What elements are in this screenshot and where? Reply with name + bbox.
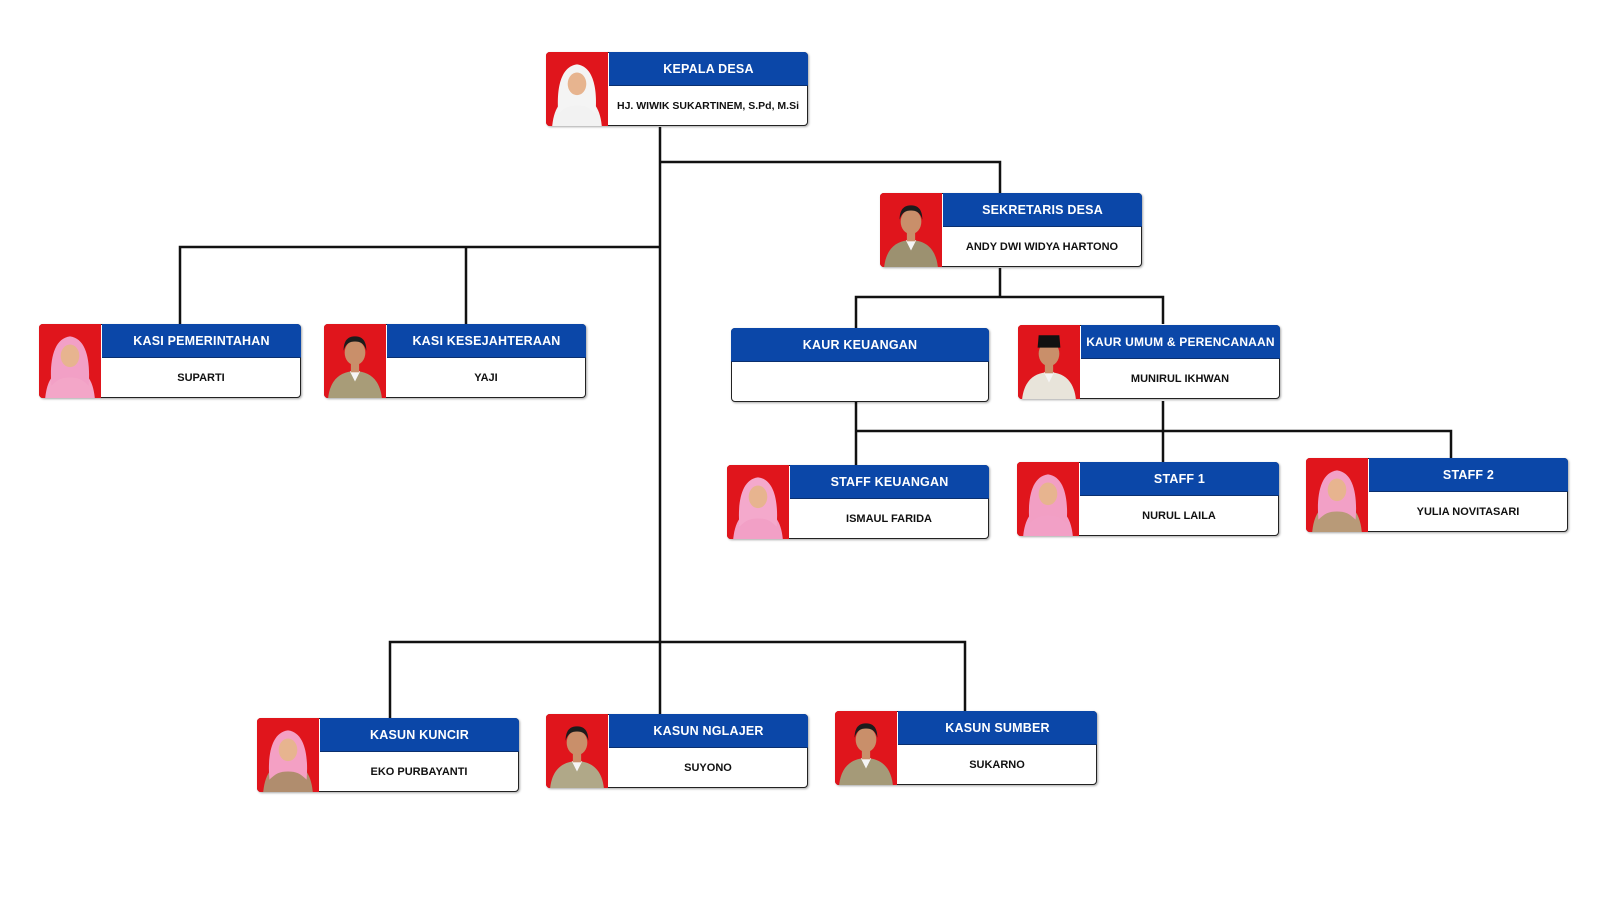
node-sekretaris-desa: SEKRETARIS DESA ANDY DWI WIDYA HARTONO: [880, 193, 1142, 267]
portrait-drawing: [1018, 325, 1080, 399]
portrait-kepala-desa: [546, 52, 608, 126]
portrait-staff-1: [1017, 462, 1079, 536]
portrait-drawing: [39, 324, 101, 398]
node-title: STAFF KEUANGAN: [790, 465, 989, 499]
node-title: KASI KESEJAHTERAAN: [387, 324, 586, 358]
node-name: ISMAUL FARIDA: [846, 512, 932, 525]
node-kaur-keuangan: KAUR KEUANGAN: [731, 328, 989, 402]
portrait-drawing: [257, 718, 319, 792]
node-name: HJ. WIWIK SUKARTINEM, S.Pd, M.Si: [616, 99, 799, 112]
portrait-drawing: [1306, 458, 1368, 532]
node-name: EKO PURBAYANTI: [370, 765, 468, 778]
node-title: SEKRETARIS DESA: [943, 193, 1142, 227]
node-staff-2: STAFF 2 YULIA NOVITASARI: [1306, 458, 1568, 532]
node-kasun-nglajer: KASUN NGLAJER SUYONO: [546, 714, 808, 788]
node-name: ANDY DWI WIDYA HARTONO: [965, 240, 1119, 253]
node-name: SUYONO: [684, 761, 732, 774]
connector-kepala-sekdes: [660, 160, 1002, 194]
node-title: KASUN SUMBER: [898, 711, 1097, 745]
portrait-sekretaris-desa: [880, 193, 942, 267]
node-kasun-sumber: KASUN SUMBER SUKARNO: [835, 711, 1097, 785]
connector-sekdes-kaur: [854, 268, 1165, 328]
node-name: YULIA NOVITASARI: [1416, 505, 1520, 518]
node-title: STAFF 2: [1369, 458, 1568, 492]
connector-kepala-kasi: [178, 245, 660, 324]
portrait-drawing: [835, 711, 897, 785]
portrait-kasun-sumber: [835, 711, 897, 785]
node-name: MUNIRUL IKHWAN: [1130, 372, 1230, 385]
portrait-staff-keuangan: [727, 465, 789, 539]
node-kasi-pemerintahan: KASI PEMERINTAHAN SUPARTI: [39, 324, 301, 398]
portrait-kasi-pemerintahan: [39, 324, 101, 398]
node-name: YAJI: [474, 371, 498, 384]
node-kasi-kesejahteraan: KASI KESEJAHTERAAN YAJI: [324, 324, 586, 398]
portrait-kaur-umum: [1018, 325, 1080, 399]
node-title: KASUN NGLAJER: [609, 714, 808, 748]
portrait-staff-2: [1306, 458, 1368, 532]
node-title: KASI PEMERINTAHAN: [102, 324, 301, 358]
connector-kepala-kasun: [388, 640, 967, 720]
portrait-kasun-nglajer: [546, 714, 608, 788]
portrait-drawing: [546, 52, 608, 126]
portrait-drawing: [880, 193, 942, 267]
portrait-drawing: [546, 714, 608, 788]
node-kaur-umum-perencanaan: KAUR UMUM & PERENCANAAN MUNIRUL IKHWAN: [1018, 325, 1280, 399]
node-staff-1: STAFF 1 NURUL LAILA: [1017, 462, 1279, 536]
node-title: KAUR UMUM & PERENCANAAN: [1081, 325, 1280, 359]
node-name: SUPARTI: [177, 371, 225, 384]
node-title: STAFF 1: [1080, 462, 1279, 496]
node-title: KAUR KEUANGAN: [731, 328, 989, 362]
portrait-drawing: [1017, 462, 1079, 536]
node-kasun-kuncir: KASUN KUNCIR EKO PURBAYANTI: [257, 718, 519, 792]
node-name: SUKARNO: [969, 758, 1025, 771]
portrait-kasi-kesejahteraan: [324, 324, 386, 398]
portrait-kasun-kuncir: [257, 718, 319, 792]
node-title: KEPALA DESA: [609, 52, 808, 86]
node-title: KASUN KUNCIR: [320, 718, 519, 752]
node-staff-keuangan: STAFF KEUANGAN ISMAUL FARIDA: [727, 465, 989, 539]
node-kepala-desa: KEPALA DESA HJ. WIWIK SUKARTINEM, S.Pd, …: [546, 52, 808, 126]
portrait-drawing: [324, 324, 386, 398]
node-name: NURUL LAILA: [1142, 509, 1216, 522]
portrait-drawing: [727, 465, 789, 539]
connector-kaur-staff: [854, 401, 1453, 466]
node-name: [731, 362, 988, 401]
